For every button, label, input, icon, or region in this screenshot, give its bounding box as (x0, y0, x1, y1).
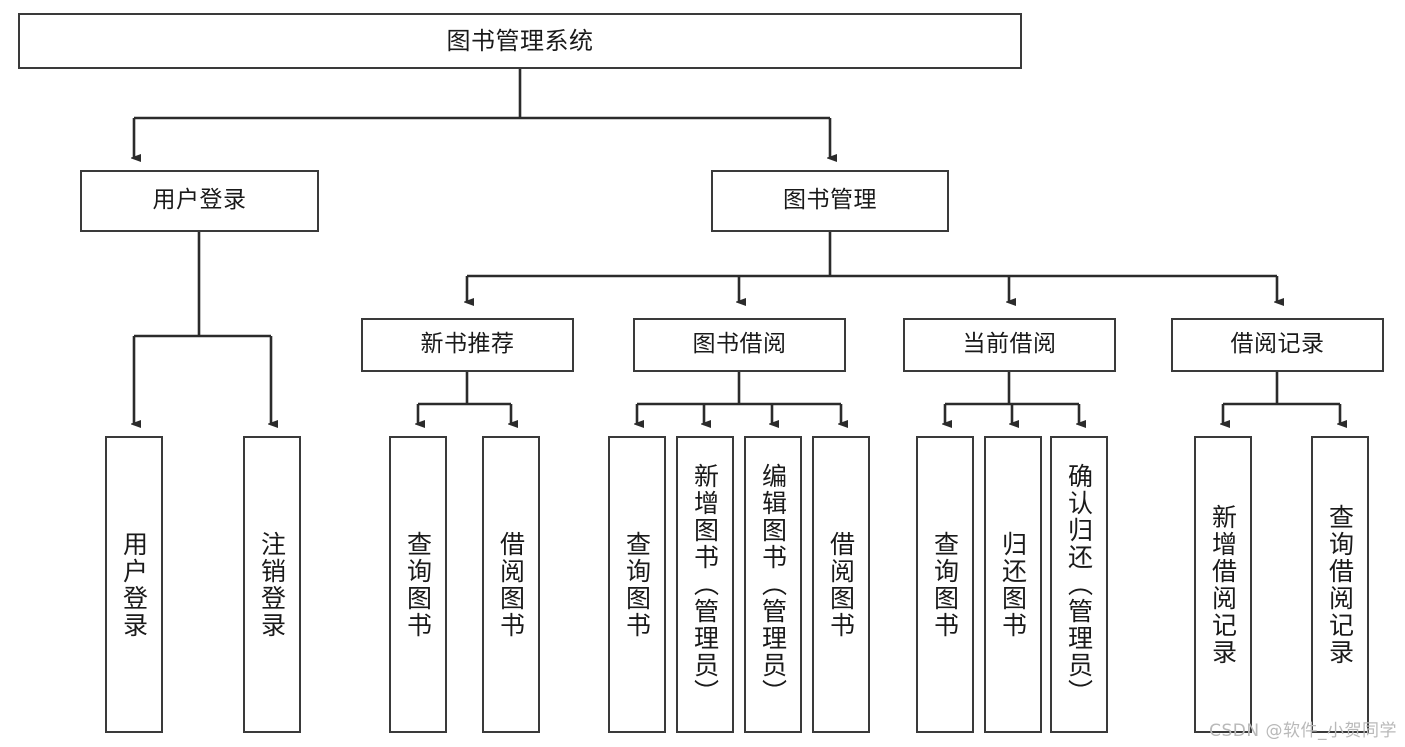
leaf-logout[interactable]: 注销登录 (243, 436, 301, 733)
leaf-add-borrow-record[interactable]: 新增借阅记录 (1194, 436, 1252, 733)
node-book-borrow[interactable]: 图书借阅 (633, 318, 846, 372)
leaf-edit-book-admin-label: 编辑图书（管理员） (758, 463, 788, 706)
node-book-management[interactable]: 图书管理 (711, 170, 949, 232)
leaf-add-book-admin-label: 新增图书（管理员） (690, 463, 720, 706)
node-root[interactable]: 图书管理系统 (18, 13, 1022, 69)
leaf-add-book-admin[interactable]: 新增图书（管理员） (676, 436, 734, 733)
leaf-borrow-book[interactable]: 借阅图书 (812, 436, 870, 733)
leaf-query-book-recommend-label: 查询图书 (403, 530, 433, 639)
csdn-watermark: CSDN @软件_小贺同学 (1209, 721, 1397, 741)
leaf-query-borrow-record[interactable]: 查询借阅记录 (1311, 436, 1369, 733)
leaf-confirm-return-admin[interactable]: 确认归还（管理员） (1050, 436, 1108, 733)
node-current-borrow-label: 当前借阅 (962, 331, 1057, 358)
leaf-user-login[interactable]: 用户登录 (105, 436, 163, 733)
leaf-logout-label: 注销登录 (257, 530, 287, 639)
leaf-borrow-book-recommend-label: 借阅图书 (496, 530, 526, 639)
leaf-add-borrow-record-label: 新增借阅记录 (1208, 503, 1238, 666)
node-root-label: 图书管理系统 (446, 26, 594, 55)
leaf-borrow-book-label: 借阅图书 (826, 530, 856, 639)
leaf-query-borrow-record-label: 查询借阅记录 (1325, 503, 1355, 666)
node-user-login[interactable]: 用户登录 (80, 170, 319, 232)
leaf-query-book-borrow-label: 查询图书 (622, 530, 652, 639)
leaf-query-book-current[interactable]: 查询图书 (916, 436, 974, 733)
node-book-management-label: 图书管理 (783, 187, 877, 214)
node-user-login-label: 用户登录 (152, 187, 247, 214)
leaf-query-book-recommend[interactable]: 查询图书 (389, 436, 447, 733)
node-new-book-recommend-label: 新书推荐 (420, 331, 515, 358)
leaf-borrow-book-recommend[interactable]: 借阅图书 (482, 436, 540, 733)
leaf-user-login-label: 用户登录 (119, 530, 149, 639)
leaf-return-book[interactable]: 归还图书 (984, 436, 1042, 733)
leaf-confirm-return-admin-label: 确认归还（管理员） (1064, 463, 1094, 706)
node-borrow-records[interactable]: 借阅记录 (1171, 318, 1384, 372)
node-borrow-records-label: 借阅记录 (1230, 331, 1325, 358)
leaf-edit-book-admin[interactable]: 编辑图书（管理员） (744, 436, 802, 733)
node-new-book-recommend[interactable]: 新书推荐 (361, 318, 574, 372)
node-current-borrow[interactable]: 当前借阅 (903, 318, 1116, 372)
leaf-return-book-label: 归还图书 (998, 530, 1028, 639)
leaf-query-book-current-label: 查询图书 (930, 530, 960, 639)
node-book-borrow-label: 图书借阅 (692, 331, 787, 358)
leaf-query-book-borrow[interactable]: 查询图书 (608, 436, 666, 733)
